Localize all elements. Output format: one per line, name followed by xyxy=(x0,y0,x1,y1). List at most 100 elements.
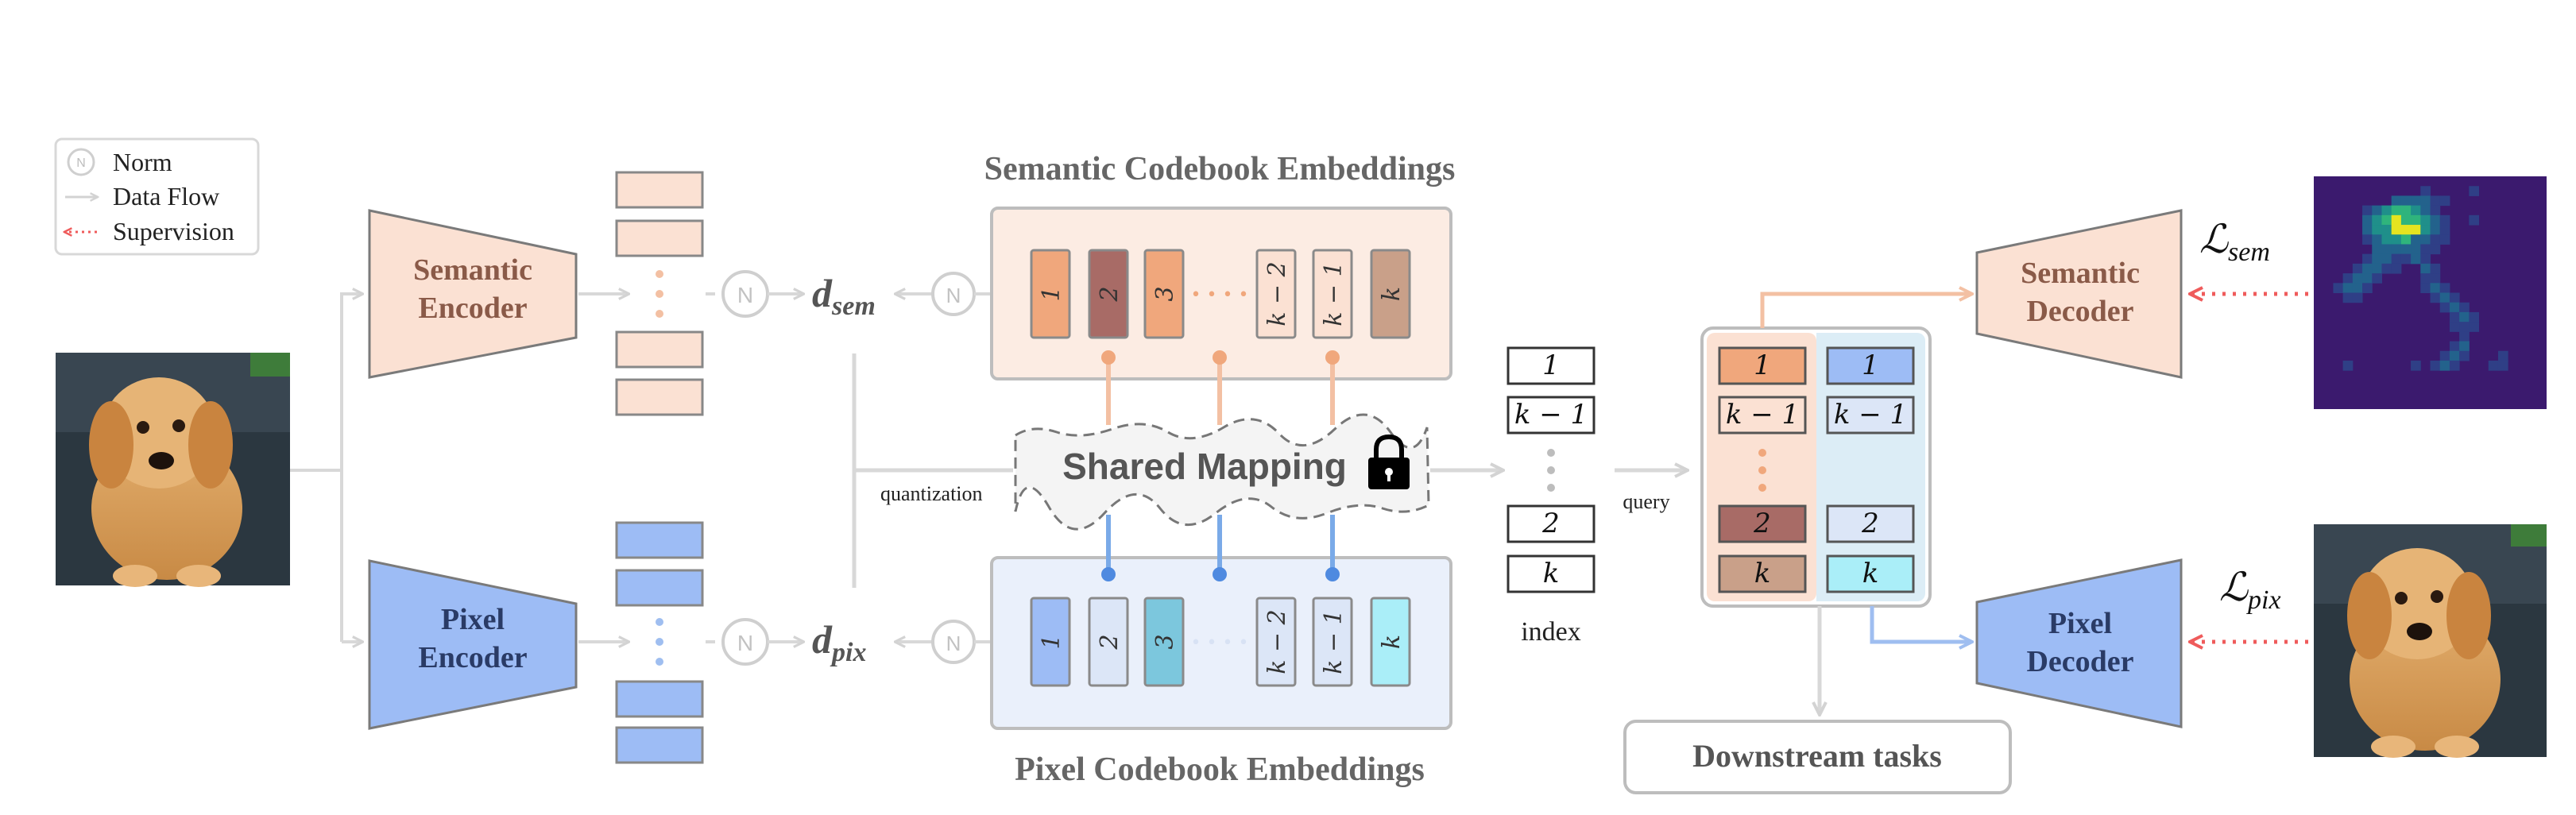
heatmap-cell xyxy=(2459,302,2470,313)
heatmap-cell xyxy=(2430,244,2441,255)
heatmap-cell xyxy=(2391,234,2402,245)
heatmap-cell xyxy=(2352,263,2363,274)
lock-icon xyxy=(1368,434,1410,489)
shared-mapping-connectors xyxy=(1101,350,1340,581)
svg-text:Encoder: Encoder xyxy=(418,641,527,674)
pixel-codebook-entry-label: 1 xyxy=(1038,634,1066,649)
heatmap-cell xyxy=(2449,360,2460,371)
heatmap-cell xyxy=(2362,205,2373,216)
pixel-codebook-entry xyxy=(1370,597,1411,687)
heatmap-cell xyxy=(2449,302,2460,313)
pixel-codebook-entry xyxy=(1143,597,1185,687)
heatmap-cell xyxy=(2391,253,2402,265)
loss-sem-label: ℒsem xyxy=(2199,217,2270,267)
semantic-codebook-entry xyxy=(1088,249,1129,339)
query-pix-cell xyxy=(1826,346,1915,385)
heatmap-cell xyxy=(2381,214,2392,226)
pixel-codebook-entry-label: k − 1 xyxy=(1320,609,1348,674)
index-label: index xyxy=(1521,617,1581,647)
heatmap-cell xyxy=(2342,360,2354,371)
heatmap-cell xyxy=(2400,244,2412,255)
heatmap-cell xyxy=(2439,292,2450,303)
heatmap-cell xyxy=(2469,322,2480,332)
heatmap-cell xyxy=(2420,195,2431,207)
heatmap-cell xyxy=(2400,205,2412,216)
legend-norm-label: Norm xyxy=(113,148,172,176)
pixel-codebook-entry xyxy=(1030,597,1071,687)
heatmap-cell xyxy=(2362,225,2373,235)
heatmap-cell xyxy=(2420,214,2431,226)
heatmap-cell xyxy=(2420,263,2431,274)
legend-dataflow-label: Data Flow xyxy=(113,182,219,211)
pixel-codebook-entry xyxy=(1255,597,1297,687)
legend-supervision-label: Supervision xyxy=(113,217,234,245)
heatmap-cell xyxy=(2497,350,2508,361)
heatmap-cell xyxy=(2439,283,2450,293)
heatmap-cell xyxy=(2449,292,2460,303)
heatmap-cell xyxy=(2372,214,2382,226)
heatmap-cell xyxy=(2430,283,2441,293)
svg-text:N: N xyxy=(946,284,961,307)
heatmap-cell xyxy=(2372,263,2382,274)
pixel-codebook-entry-label: 2 xyxy=(1096,634,1124,650)
heatmap-cell xyxy=(2430,225,2441,235)
heatmap-cell xyxy=(2391,205,2402,216)
semantic-feature-map-image xyxy=(2314,176,2547,409)
heatmap-cell xyxy=(2430,292,2441,303)
semantic-feature-tokens xyxy=(615,171,704,416)
svg-text:N: N xyxy=(737,631,753,655)
quantization-label: quantization xyxy=(880,482,983,505)
heatmap-cell xyxy=(2497,360,2508,371)
heatmap-cell xyxy=(2420,253,2431,265)
heatmap-cell xyxy=(2459,350,2470,361)
pixel-decoder: Pixel Decoder xyxy=(1975,558,2183,728)
heatmap-cell xyxy=(2411,225,2421,235)
heatmap-cell xyxy=(2420,205,2431,216)
heatmap-cell xyxy=(2430,273,2441,284)
norm-icon-pix-left: N xyxy=(721,618,769,666)
svg-text:Encoder: Encoder xyxy=(418,292,527,325)
index-entry-4: k xyxy=(1543,558,1560,589)
query-sem-cell xyxy=(1718,346,1807,385)
svg-text:N: N xyxy=(737,283,753,307)
heatmap-cell xyxy=(2411,214,2421,226)
heatmap-cell xyxy=(2400,195,2412,207)
query-cell-label: k − 1 xyxy=(1726,399,1799,431)
svg-text:Pixel: Pixel xyxy=(441,603,505,636)
query-sem-ellipsis-dot xyxy=(1758,466,1766,474)
heatmap-cell xyxy=(2411,195,2421,207)
shared-mapping-block: Shared Mapping xyxy=(1014,413,1430,531)
heatmap-cell xyxy=(2459,341,2470,352)
pixel-codebook-entry xyxy=(1088,597,1129,687)
semantic-codebook-title: Semantic Codebook Embeddings xyxy=(984,151,1456,187)
heatmap-cell xyxy=(2420,283,2431,293)
svg-text:N: N xyxy=(76,156,86,170)
index-entry-2: k − 1 xyxy=(1514,399,1588,431)
pixel-codebook-entry-label: 3 xyxy=(1151,634,1179,649)
heatmap-cell xyxy=(2381,205,2392,216)
heatmap-cell xyxy=(2381,244,2392,255)
heatmap-cell xyxy=(2400,253,2412,265)
query-cell-label: 2 xyxy=(1861,508,1879,539)
heatmap-cell xyxy=(2381,225,2392,235)
query-to-sem-decoder-arrow xyxy=(1760,294,1971,328)
heatmap-cell xyxy=(2439,302,2450,313)
heatmap-cell xyxy=(2430,214,2441,226)
heatmap-cell xyxy=(2400,225,2412,235)
svg-text:N: N xyxy=(946,632,961,655)
pixel-codebook-ellipsis: • • • • xyxy=(1191,633,1249,653)
heatmap-cell xyxy=(2352,292,2363,303)
heatmap-cell xyxy=(2420,186,2431,196)
downstream-tasks-label: Downstream tasks xyxy=(1692,738,1942,774)
semantic-codebook-entry-label: k − 2 xyxy=(1263,261,1291,326)
heatmap-cell xyxy=(2449,322,2460,332)
heatmap-cell xyxy=(2372,234,2382,245)
heatmap-cell xyxy=(2381,234,2392,245)
query-sem-cell xyxy=(1718,504,1807,543)
heatmap-cell xyxy=(2391,195,2402,207)
heatmap-cell xyxy=(2411,253,2421,265)
heatmap-cell xyxy=(2439,214,2450,226)
